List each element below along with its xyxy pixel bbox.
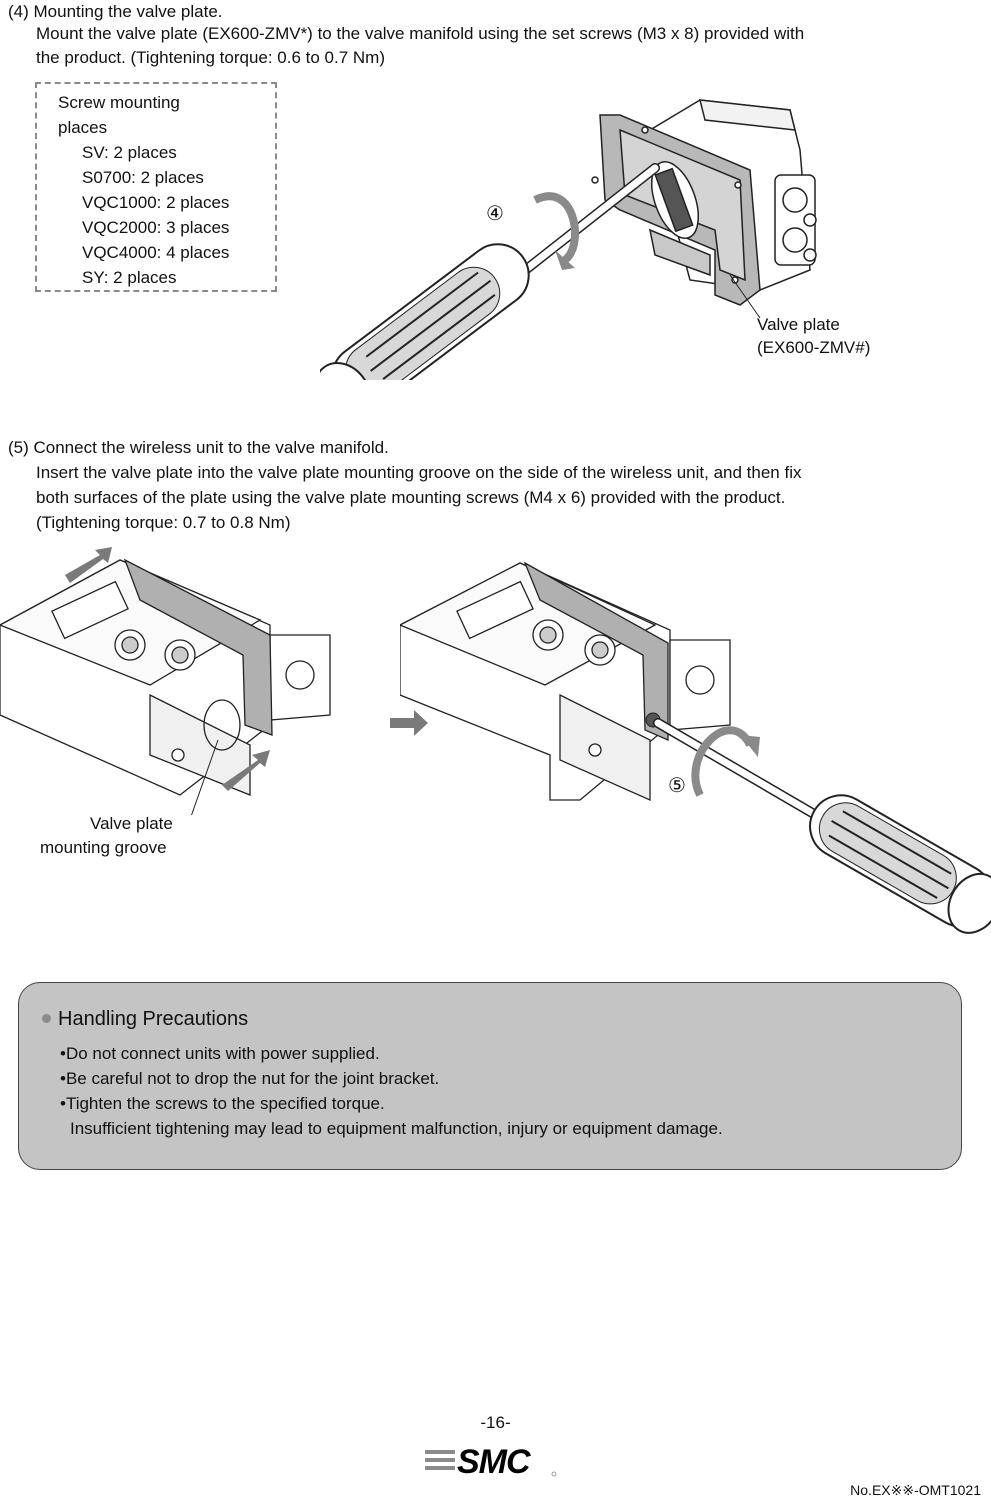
precaution-item: •Be careful not to drop the nut for the … — [60, 1069, 440, 1088]
screw-box-item: SY: 2 places — [82, 268, 177, 287]
step4-marker: ④ — [486, 203, 504, 225]
precaution-item: Insufficient tightening may lead to equi… — [70, 1119, 723, 1138]
screw-box-title-line2: places — [58, 118, 108, 137]
screw-box-item: VQC1000: 2 places — [82, 193, 230, 212]
groove-callout-line2: mounting groove — [40, 838, 167, 857]
precautions-bullet-icon — [42, 1014, 51, 1023]
groove-callout-line1: Valve plate — [90, 814, 173, 833]
right-arrow-icon — [390, 710, 428, 736]
valve-plate-fixing-illustration — [400, 561, 991, 934]
valve-plate-insertion-illustration — [0, 547, 331, 815]
step5-instruction-line1: Insert the valve plate into the valve pl… — [36, 463, 802, 482]
screw-box-item: SV: 2 places — [82, 143, 177, 162]
screw-box-title-line1: Screw mounting — [58, 93, 180, 112]
precautions-title: Handling Precautions — [58, 1008, 249, 1030]
precaution-item: •Do not connect units with power supplie… — [60, 1044, 380, 1063]
valve-plate-callout-line1: Valve plate — [757, 315, 840, 334]
logo-text: SMC — [457, 1443, 531, 1480]
step5-instruction-line2: both surfaces of the plate using the val… — [36, 488, 786, 507]
step4-heading: (4) Mounting the valve plate. — [8, 2, 223, 21]
smc-logo: SMC — [423, 1440, 563, 1485]
step5-instruction-line3: (Tightening torque: 0.7 to 0.8 Nm) — [36, 513, 291, 532]
screw-box-item: VQC2000: 3 places — [82, 218, 230, 237]
step5-marker: ⑤ — [668, 775, 686, 797]
smc-logo-mark: SMC — [425, 1443, 557, 1481]
step4-instruction-line1: Mount the valve plate (EX600-ZMV*) to th… — [36, 24, 805, 43]
precaution-item: •Tighten the screws to the specified tor… — [60, 1094, 385, 1113]
step5-heading: (5) Connect the wireless unit to the val… — [8, 438, 389, 457]
valve-plate-mounting-illustration — [320, 99, 817, 380]
document-number: No.EX※※-OMT1021 — [850, 1482, 981, 1498]
valve-plate-callout-line2: (EX600-ZMV#) — [757, 338, 871, 357]
screw-box-item: VQC4000: 4 places — [82, 243, 230, 262]
screw-mounting-box — [35, 82, 277, 292]
handling-precautions-box — [18, 982, 962, 1170]
screw-box-item: S0700: 2 places — [82, 168, 204, 187]
page-number: -16- — [480, 1413, 511, 1432]
step4-instruction-line2: the product. (Tightening torque: 0.6 to … — [36, 48, 386, 67]
